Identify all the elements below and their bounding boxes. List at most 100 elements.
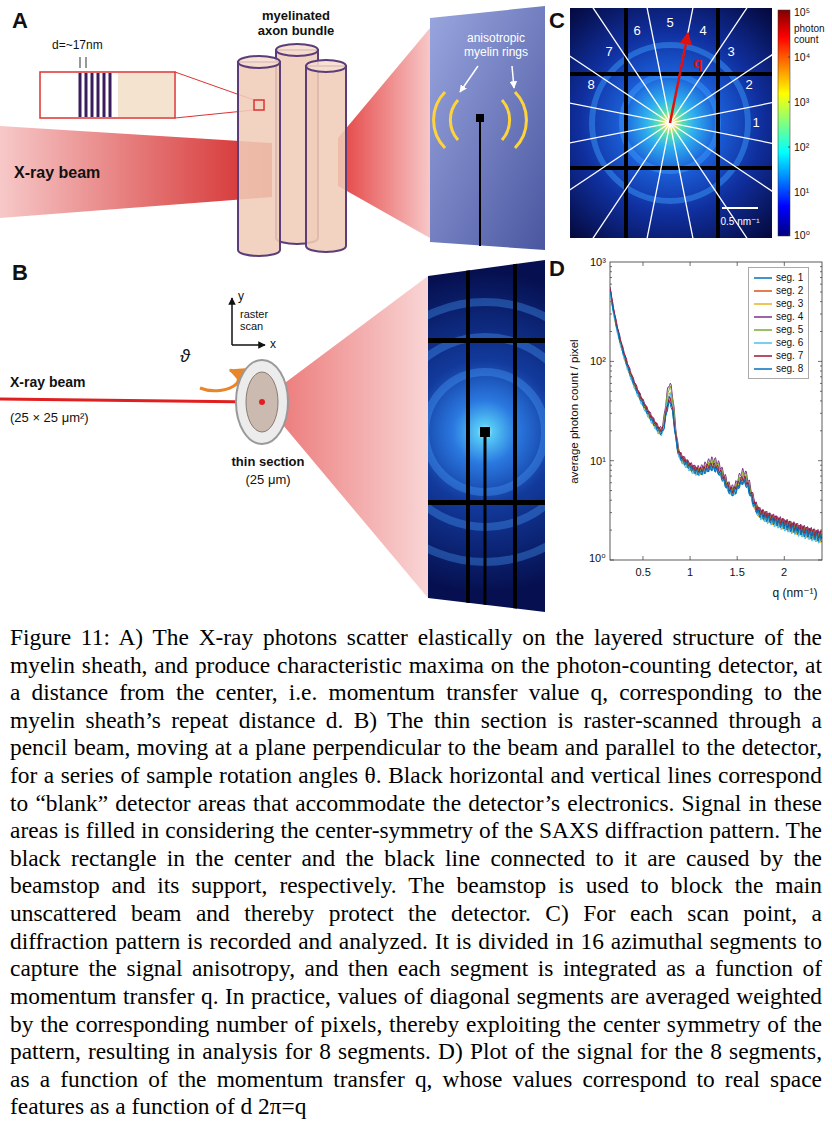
myelin-rings-part: [434, 92, 445, 148]
legend-text: seg. 5: [776, 324, 803, 335]
detector-image-part-part: [631, 8, 709, 238]
tick: [820, 470, 822, 471]
tick: [610, 512, 612, 513]
legend-text: seg. 3: [776, 298, 803, 309]
detector-image: [570, 8, 772, 238]
legend-sample: [754, 326, 772, 334]
legend-text: seg. 4: [776, 311, 803, 322]
plot-curves: [610, 287, 822, 544]
axis-label: y: [238, 290, 244, 304]
beam-label: X-ray beam: [10, 374, 85, 390]
data-curve: [610, 290, 822, 540]
myelin-inset-part: [40, 72, 175, 118]
tick: [820, 383, 822, 384]
beamstop-support: [479, 122, 481, 246]
legend-entry: seg. 2: [754, 284, 803, 297]
thin-section-part: [259, 399, 265, 405]
panel-c-art-part-part: [788, 147, 790, 148]
myelin-inset-part-part: [109, 73, 112, 117]
legend-sample: [754, 274, 772, 282]
x-tick-label: 2: [781, 566, 787, 579]
legend-text: seg. 2: [776, 285, 803, 296]
panel-c-art-part-part: [788, 192, 790, 193]
leader-arrow: [460, 66, 478, 92]
detector-image-part-part: [570, 8, 772, 238]
axis-ticks: [610, 262, 822, 560]
tick: [820, 400, 822, 401]
axon-bundle: [238, 44, 346, 256]
tick: [610, 383, 612, 384]
tick: [610, 500, 612, 501]
axon-bundle-part: [238, 62, 280, 256]
tick: [610, 266, 612, 267]
segment-number: 8: [588, 78, 595, 93]
legend-sample-line: [754, 317, 772, 319]
myelin-inset: [40, 57, 254, 118]
detector-image-part-part: [570, 12, 772, 234]
tick: [610, 413, 612, 414]
x-tick-label: 1.5: [730, 566, 745, 579]
dimension-label: d=~17nm: [52, 39, 103, 53]
segment-number: 6: [634, 24, 641, 39]
detector-image-part-part: [570, 12, 772, 234]
panel-letter: C: [549, 8, 565, 33]
segment-number: 3: [728, 45, 735, 60]
tick: [820, 291, 822, 292]
tick: [784, 556, 785, 560]
tick: [820, 376, 822, 377]
tick: [642, 556, 643, 560]
tick: [784, 262, 785, 266]
tick: [820, 266, 822, 267]
myelin-inset-part-part: [103, 73, 106, 117]
data-curve: [610, 287, 822, 538]
detector-image-part: [420, 338, 550, 343]
myelin-inset-part-part: [79, 73, 82, 117]
scale-bar: [722, 207, 758, 209]
legend-sample: [754, 339, 772, 347]
tick: [610, 465, 612, 466]
colorbar-tick: 10⁵: [794, 6, 810, 18]
tick: [820, 413, 822, 414]
myelin-inset-part: [86, 57, 87, 68]
tick: [820, 331, 822, 332]
data-curve: [610, 291, 822, 543]
data-curve: [610, 287, 822, 540]
tick: [610, 460, 614, 461]
axis-arrow: [231, 298, 233, 345]
figure-illustration: [0, 0, 832, 620]
legend-text: seg. 8: [776, 363, 803, 374]
part-label: myelinated axon bundle: [248, 9, 344, 39]
legend-entry: seg. 1: [754, 271, 803, 284]
legend-entry: seg. 5: [754, 323, 803, 336]
y-tick-label: 10³: [590, 256, 606, 269]
tick: [610, 482, 612, 483]
legend-text: seg. 6: [776, 337, 803, 348]
panel-c-art-part-part: [788, 102, 790, 103]
tick: [820, 430, 822, 431]
legend-sample-line: [754, 304, 772, 306]
thin-section-part: [236, 360, 288, 444]
tick: [690, 556, 691, 560]
legend-sample: [754, 287, 772, 295]
axon-bundle-part: [276, 44, 318, 56]
colorbar-tick: 10¹: [794, 186, 809, 198]
tick: [610, 490, 612, 491]
tick: [820, 512, 822, 513]
part-label: anisotropic myelin rings: [453, 32, 539, 60]
axis-label: x: [270, 338, 276, 352]
legend-sample: [754, 365, 772, 373]
myelin-inset-part: [80, 57, 81, 68]
colorbar-tick: 10⁴: [794, 51, 810, 63]
detector-image-part: [570, 8, 772, 238]
myelin-rings: [434, 92, 527, 148]
detector-image-part: [484, 437, 487, 615]
panel-b-art: [0, 255, 615, 617]
y-tick-label: 10⁰: [589, 552, 606, 565]
panel-c-art-part-part: [788, 57, 790, 58]
x-tick-label: 0.5: [636, 566, 651, 579]
legend-sample: [754, 352, 772, 360]
tick: [610, 284, 612, 285]
tick: [820, 271, 822, 272]
tick: [737, 556, 738, 560]
myelin-inset-part: [80, 73, 110, 117]
